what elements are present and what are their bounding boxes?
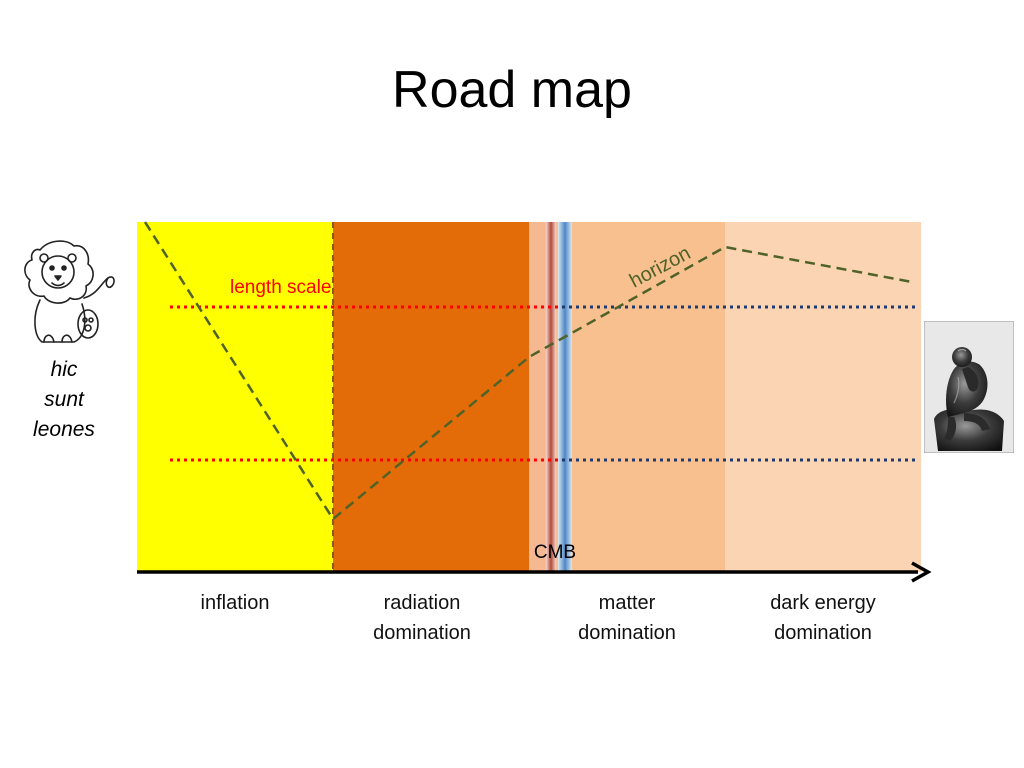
cmb-red-stripe [546, 222, 556, 572]
cmb-blue-stripe [558, 222, 572, 572]
dark-energy-band [725, 222, 921, 572]
lion-cartoon-icon [24, 240, 115, 343]
length-scale-label: length scale [230, 277, 331, 298]
era-label-radiation: radiation domination [373, 592, 471, 644]
inflation-band [137, 222, 333, 572]
transition-strip [529, 222, 545, 572]
era-label-matter: matter domination [578, 592, 676, 644]
cmb-label: CMB [534, 542, 576, 563]
radiation-band [333, 222, 529, 572]
hic-sunt-leones-caption: hic sunt leones [33, 358, 95, 441]
time-axis-arrowhead [911, 561, 932, 583]
era-label-inflation: inflation [200, 592, 270, 614]
thinker-statue-icon [924, 321, 1014, 453]
era-label-dark-energy: dark energy domination [770, 592, 876, 644]
page-title: Road map [392, 61, 632, 119]
